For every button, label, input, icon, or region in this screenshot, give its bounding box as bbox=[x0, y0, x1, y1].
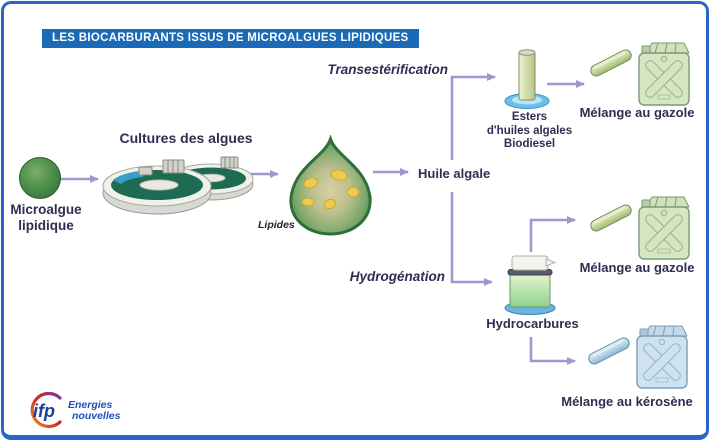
melange-gazole-mid-label: Mélange au gazole bbox=[579, 260, 695, 275]
jerrycan-gazole-icon bbox=[638, 42, 690, 106]
fuel-sample-tube-icon bbox=[590, 49, 632, 77]
esters-label: Esters d'huiles algales Biodiesel bbox=[486, 111, 573, 151]
cultures-label: Cultures des algues bbox=[119, 130, 253, 146]
lipides-label: Lipides bbox=[258, 219, 295, 231]
hydrogenation-label: Hydrogénation bbox=[349, 269, 445, 284]
diagram-title: LES BIOCARBURANTS ISSUS DE MICROALGUES L… bbox=[42, 29, 419, 48]
ifp-energies-nouvelles-logo: ifp Energies nouvelles bbox=[30, 391, 121, 429]
logo-acronym: ifp bbox=[33, 401, 55, 421]
fuel-sample-tube-icon bbox=[590, 204, 632, 232]
fuel-sample-tube-icon bbox=[588, 337, 630, 365]
huile-algale-label: Huile algale bbox=[418, 166, 491, 181]
arrow-hydrocarbures-to-gazole bbox=[529, 216, 576, 252]
melange-kerosene-label: Mélange au kérosène bbox=[561, 394, 693, 409]
arrow-hydrocarbures-to-kerosene bbox=[529, 337, 576, 365]
microalgae-icon bbox=[19, 157, 61, 199]
esters-cylinder-icon bbox=[504, 49, 550, 109]
jerrycan-kerosene-icon bbox=[636, 325, 688, 389]
transesterification-label: Transestérification bbox=[327, 62, 448, 77]
logo-tagline-line1: Energies bbox=[68, 399, 113, 411]
melange-gazole-top-label: Mélange au gazole bbox=[579, 105, 695, 120]
raceway-ponds-icon bbox=[102, 156, 254, 215]
arrow-huile-to-hydrocarbures bbox=[450, 192, 493, 286]
hydrocarbures-beaker-icon bbox=[504, 255, 557, 315]
algae-cell-icon bbox=[289, 135, 372, 236]
jerrycan-gazole-icon bbox=[638, 196, 690, 260]
logo-tagline-line2: nouvelles bbox=[72, 410, 121, 422]
microalgue-label: Microalgue lipidique bbox=[10, 202, 82, 233]
hydrocarbures-label: Hydrocarbures bbox=[486, 316, 579, 331]
